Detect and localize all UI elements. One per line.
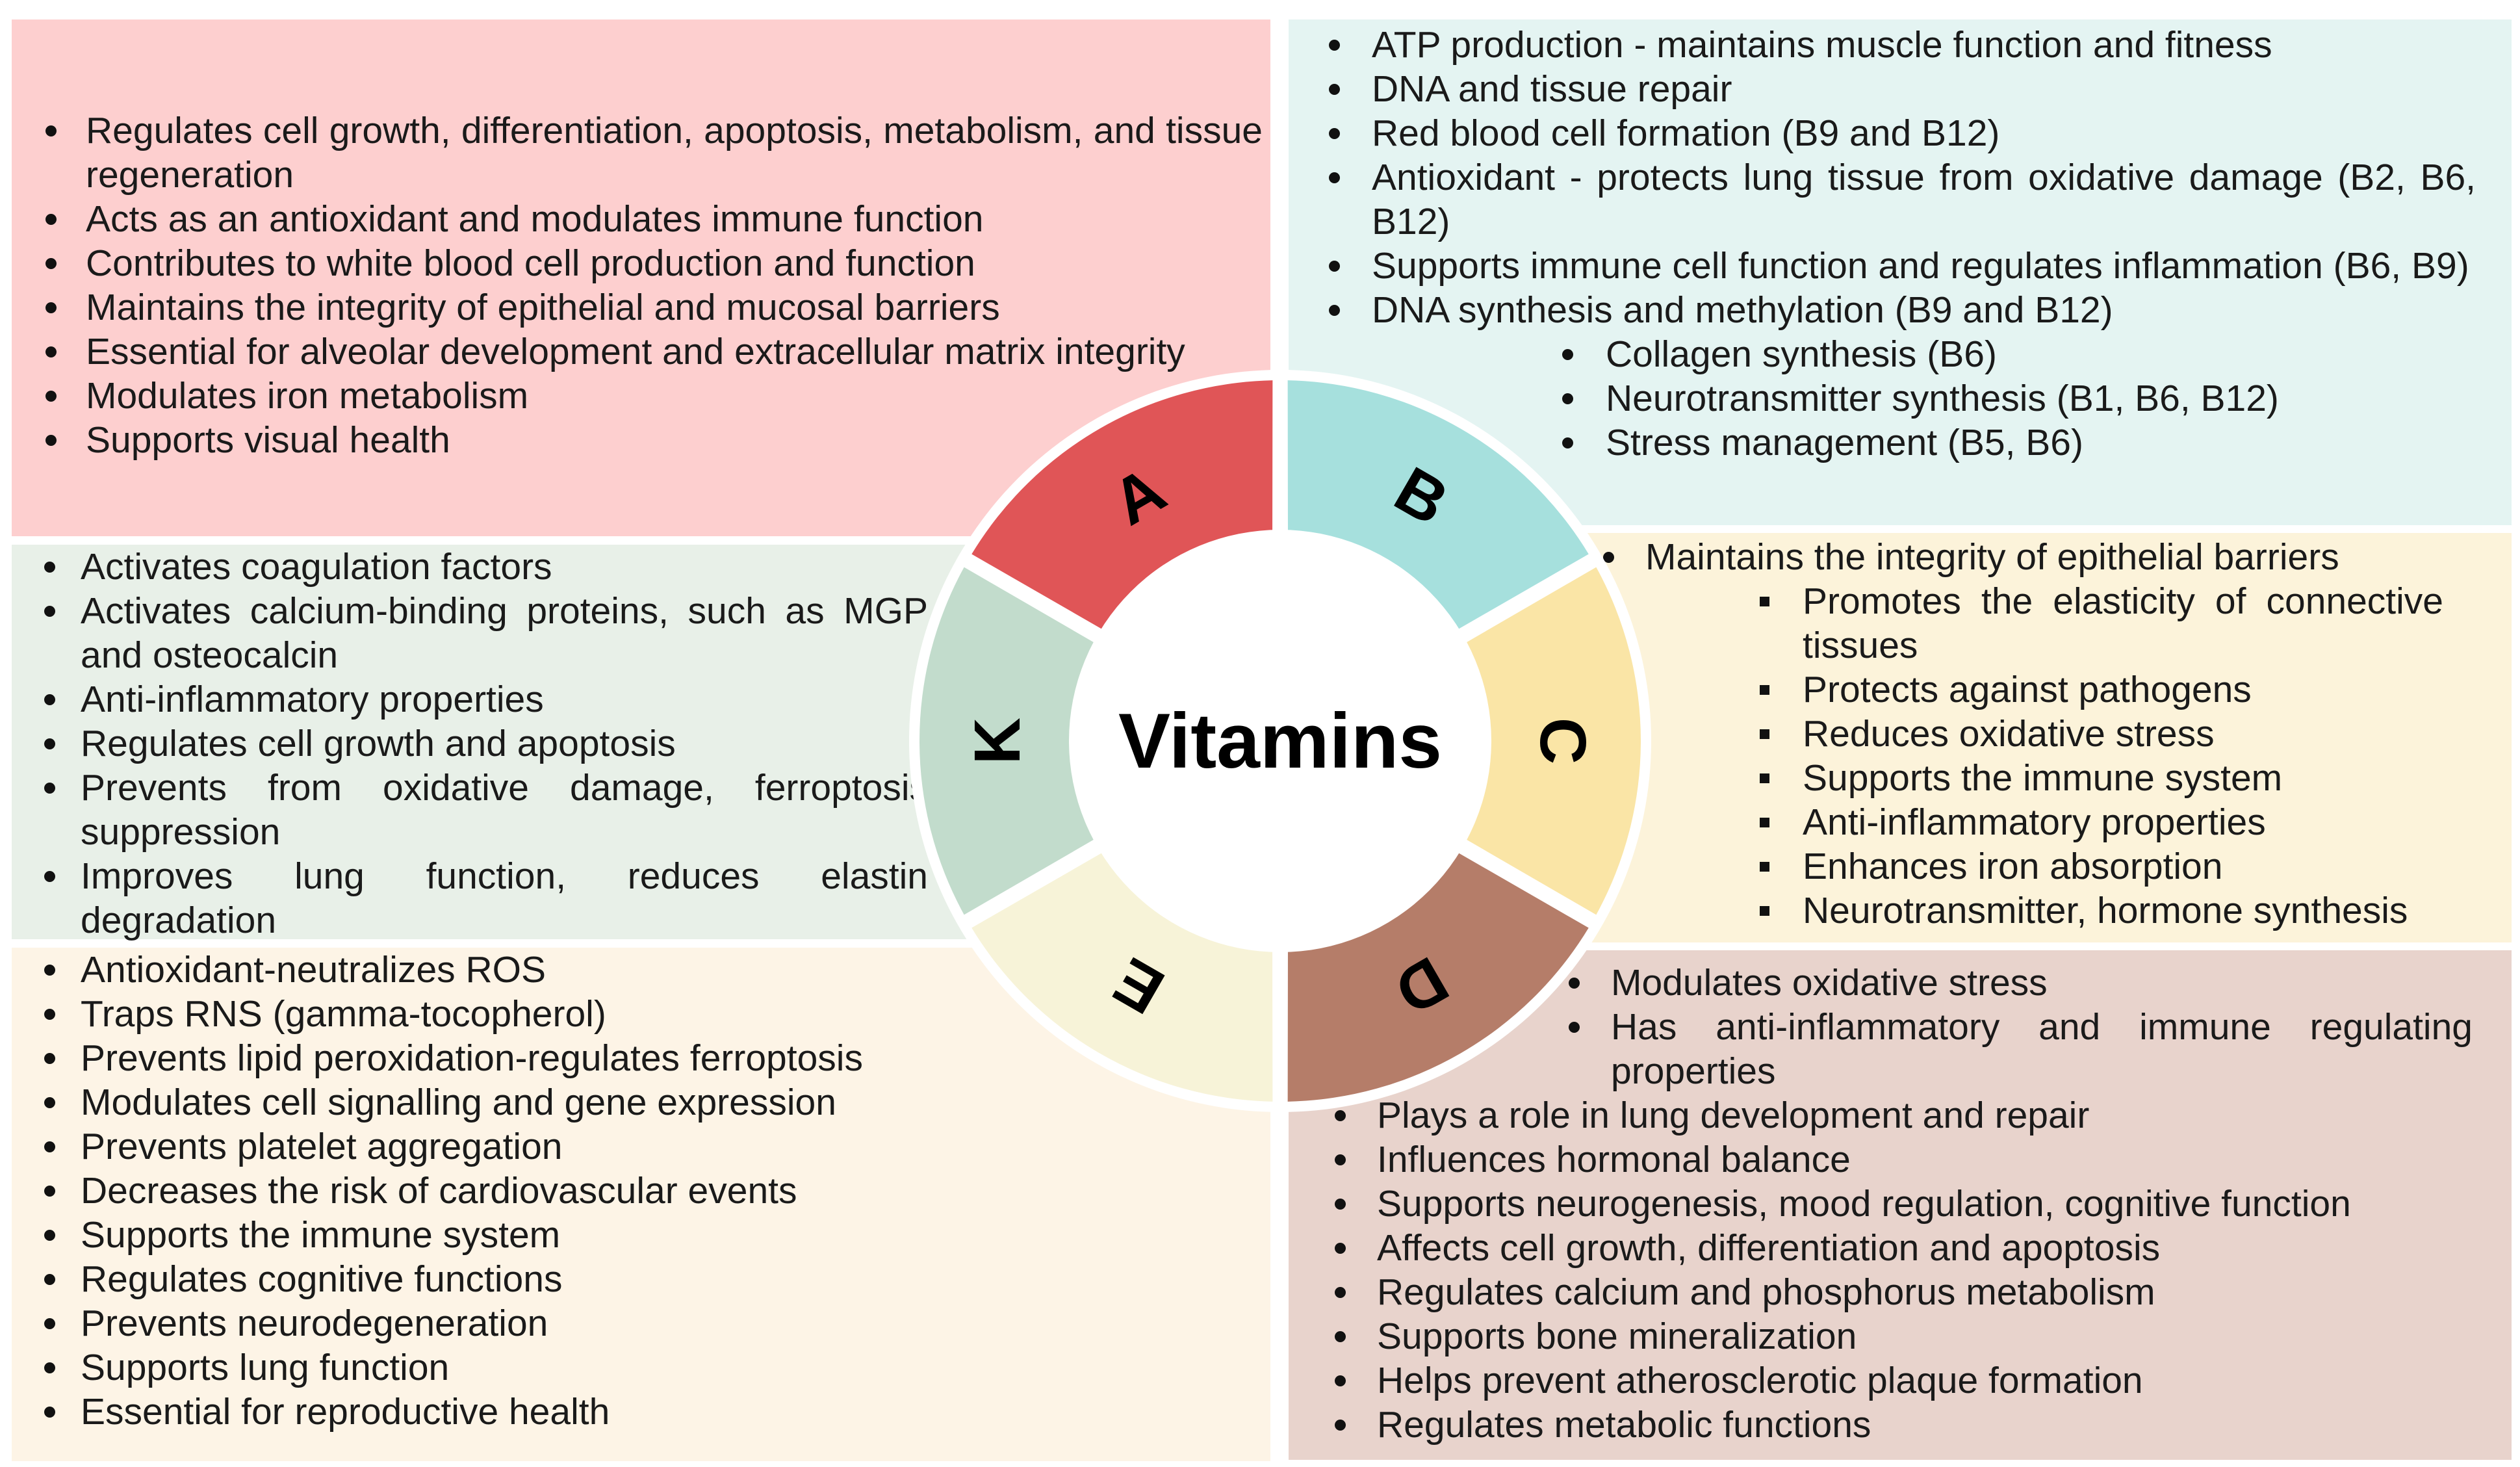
list-item: Helps prevent atherosclerotic plaque for… (1289, 1358, 2473, 1403)
list-item: Essential for reproductive health (12, 1390, 1270, 1434)
list-item: Modulates iron metabolism (12, 374, 1263, 418)
list-item: Supports visual health (12, 418, 1263, 462)
vitamin-b-list: ATP production - maintains muscle functi… (1289, 23, 2476, 465)
wheel-segment-c (1459, 567, 1641, 915)
vitamin-a-list: Regulates cell growth, differentiation, … (12, 109, 1263, 462)
list-item: Prevents lipid peroxidation-regulates fe… (12, 1036, 1270, 1080)
sub-list-item: Has anti-inflammatory and immune regulat… (1289, 1005, 2473, 1093)
list-item: DNA and tissue repair (1289, 67, 2476, 111)
list-item: Acts as an antioxidant and modulates imm… (12, 197, 1263, 241)
list-item: Improves lung function, reduces elastin … (12, 854, 928, 942)
sub-list-item: Promotes the elasticity of connective ti… (1553, 579, 2443, 668)
vitamin-k-panel: Activates coagulation factors Activates … (12, 545, 1019, 942)
sub-list-item: Supports the immune system (1553, 756, 2443, 800)
list-item: Red blood cell formation (B9 and B12) (1289, 111, 2476, 155)
list-item: Supports neurogenesis, mood regulation, … (1289, 1182, 2473, 1226)
list-item: Supports lung function (12, 1345, 1270, 1390)
sub-list-item: Modulates oxidative stress (1289, 961, 2473, 1005)
sub-list-item: Protects against pathogens (1553, 668, 2443, 712)
segment-label-k: K (961, 718, 1034, 764)
wheel-segment-e (971, 849, 1273, 1102)
list-item: Prevents neurodegeneration (12, 1301, 1270, 1345)
list-item: Regulates calcium and phosphorus metabol… (1289, 1270, 2473, 1314)
list-item: Prevents platelet aggregation (12, 1124, 1270, 1169)
sub-list-item: Stress management (B5, B6) (1289, 421, 2476, 465)
wheel-center (1069, 530, 1491, 952)
sub-list-item: Neurotransmitter, hormone synthesis (1553, 889, 2443, 933)
center-label: Vitamins (1118, 697, 1442, 785)
list-item: Supports immune cell function and regula… (1289, 244, 2476, 288)
list-item: Modulates cell signalling and gene expre… (12, 1080, 1270, 1124)
list-item: Supports the immune system (12, 1213, 1270, 1257)
sub-list-item: Anti-inflammatory properties (1553, 800, 2443, 844)
list-item: Prevents from oxidative damage, ferropto… (12, 766, 928, 854)
vitamin-c-list: Maintains the integrity of epithelial ba… (1553, 535, 2443, 933)
list-item: Maintains the integrity of epithelial ba… (1553, 535, 2443, 579)
list-item: Affects cell growth, differentiation and… (1289, 1226, 2473, 1270)
list-item: Regulates cell growth, differentiation, … (12, 109, 1263, 197)
list-item: DNA synthesis and methylation (B9 and B1… (1289, 288, 2476, 332)
list-item: Antioxidant-neutralizes ROS (12, 948, 1270, 992)
sub-list-item: Neurotransmitter synthesis (B1, B6, B12) (1289, 376, 2476, 421)
vitamin-a-panel: Regulates cell growth, differentiation, … (12, 19, 1270, 536)
list-item: Supports bone mineralization (1289, 1314, 2473, 1358)
list-item: Essential for alveolar development and e… (12, 330, 1263, 374)
sub-list-item: Enhances iron absorption (1553, 844, 2443, 889)
wheel-segment-k (919, 567, 1101, 915)
list-item: Regulates metabolic functions (1289, 1403, 2473, 1447)
list-item: ATP production - maintains muscle functi… (1289, 23, 2476, 67)
list-item: Contributes to white blood cell producti… (12, 241, 1263, 285)
list-item: Regulates cell growth and apoptosis (12, 721, 928, 766)
wheel-segment-a (971, 380, 1273, 633)
wheel-segment-d (1287, 849, 1589, 1102)
sub-list-item: Reduces oxidative stress (1553, 712, 2443, 756)
wheel-segment-b (1287, 380, 1589, 633)
list-item: Maintains the integrity of epithelial an… (12, 285, 1263, 330)
vitamin-k-list: Activates coagulation factors Activates … (12, 545, 928, 942)
sub-list-item: Collagen synthesis (B6) (1289, 332, 2476, 376)
list-item: Traps RNS (gamma-tocopherol) (12, 992, 1270, 1036)
segment-label-c: C (1526, 718, 1599, 764)
list-item: Antioxidant - protects lung tissue from … (1289, 155, 2476, 244)
list-item: Regulates cognitive functions (12, 1257, 1270, 1301)
list-item: Plays a role in lung development and rep… (1289, 1093, 2473, 1137)
vitamin-d-list: Modulates oxidative stress Has anti-infl… (1289, 961, 2473, 1447)
list-item: Decreases the risk of cardiovascular eve… (12, 1169, 1270, 1213)
list-item: Influences hormonal balance (1289, 1137, 2473, 1182)
list-item: Activates calcium-binding proteins, such… (12, 589, 928, 677)
vitamin-e-list: Antioxidant-neutralizes ROS Traps RNS (g… (12, 948, 1270, 1434)
vitamin-c-panel: Maintains the integrity of epithelial ba… (1553, 533, 2512, 942)
list-item: Anti-inflammatory properties (12, 677, 928, 721)
list-item: Activates coagulation factors (12, 545, 928, 589)
